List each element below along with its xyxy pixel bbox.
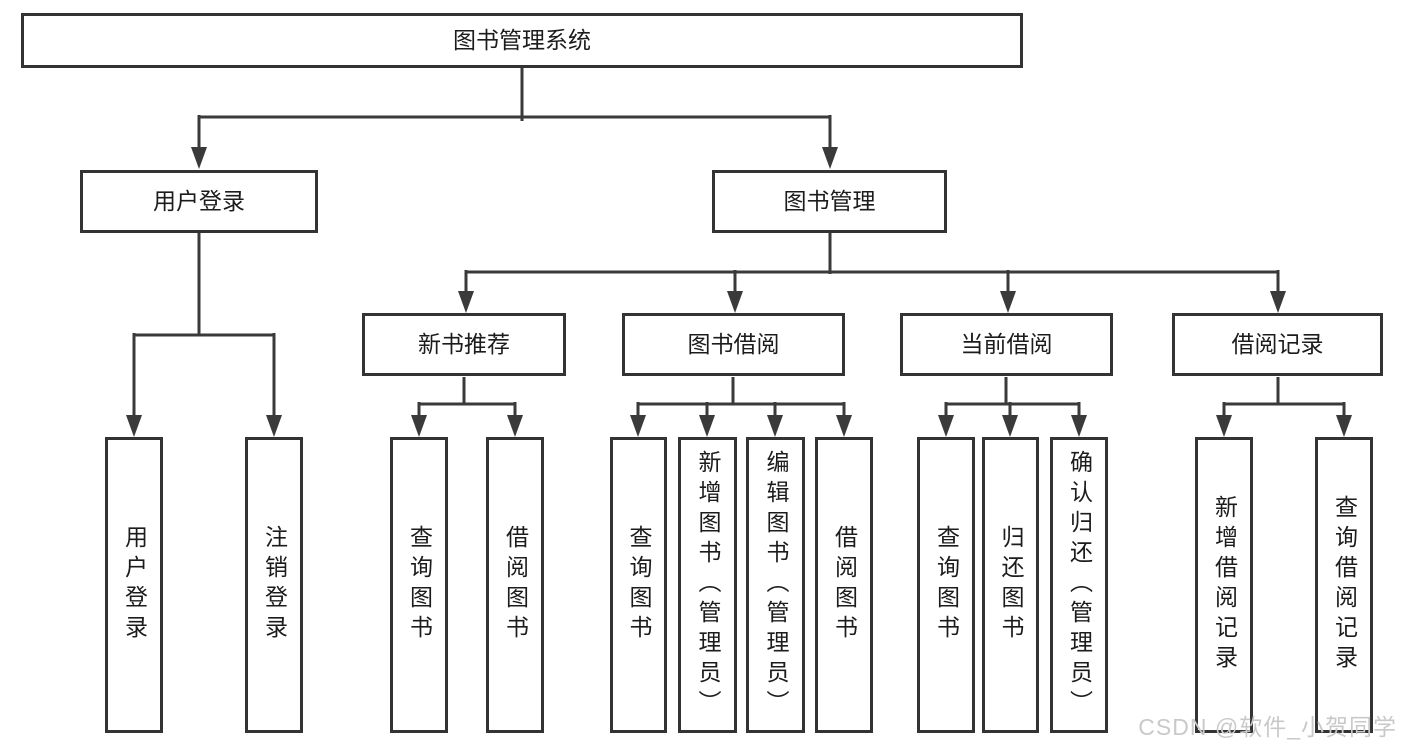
- node-library-management-system: 图书管理系统: [21, 13, 1023, 68]
- connector-root-to-level2: [197, 68, 832, 151]
- leaf-label: 查询图书: [626, 525, 652, 645]
- arrowhead: [767, 415, 783, 437]
- node-current-borrowing: 当前借阅: [900, 313, 1113, 376]
- arrowhead: [699, 415, 715, 437]
- arrowhead: [836, 415, 852, 437]
- leaf-label: 查询图书: [406, 525, 433, 645]
- leaf-label: 查询图书: [933, 525, 960, 645]
- watermark: CSDN @软件_小贺同学: [1138, 714, 1397, 740]
- arrowhead: [1000, 291, 1016, 313]
- arrowhead: [411, 415, 427, 437]
- arrowhead: [1216, 415, 1232, 437]
- arrowhead: [507, 415, 523, 437]
- connector-user-login-group: [132, 233, 276, 419]
- leaf-label: 查询借阅记录: [1331, 495, 1358, 675]
- connector-new-book-group: [417, 377, 517, 419]
- arrowhead: [1002, 415, 1018, 437]
- arrowhead: [822, 147, 838, 169]
- arrowhead: [458, 291, 474, 313]
- arrowhead: [630, 415, 646, 437]
- node-label: 借阅记录: [1231, 330, 1324, 357]
- leaf-label: 新增借阅记录: [1211, 495, 1238, 675]
- node-label: 当前借阅: [960, 330, 1053, 357]
- arrowhead: [727, 291, 743, 313]
- connector-book-borrow-group: [636, 377, 846, 419]
- leaf-query-books-recommend: 查询图书: [390, 437, 448, 733]
- node-label: 图书管理系统: [453, 26, 591, 53]
- leaf-user-login: 用户登录: [105, 437, 163, 733]
- arrowhead: [1071, 415, 1087, 437]
- leaf-label: 新增图书（管理员）: [695, 450, 721, 720]
- connector-borrow-records-group: [1222, 377, 1346, 419]
- node-user-login: 用户登录: [80, 170, 318, 233]
- leaf-borrow-books: 借阅图书: [815, 437, 873, 733]
- leaf-confirm-return-admin: 确认归还（管理员）: [1050, 437, 1108, 733]
- leaf-add-book-admin: 新增图书（管理员）: [678, 437, 737, 733]
- node-label: 用户登录: [153, 187, 245, 214]
- leaf-return-book: 归还图书: [982, 437, 1039, 733]
- leaf-logout: 注销登录: [245, 437, 303, 733]
- leaf-query-borrow-record: 查询借阅记录: [1315, 437, 1373, 733]
- node-new-book-recommendation: 新书推荐: [362, 313, 566, 376]
- leaf-query-books-current: 查询图书: [917, 437, 975, 733]
- node-book-management: 图书管理: [712, 170, 947, 233]
- connector-current-borrow-group: [944, 377, 1081, 419]
- leaf-query-books-borrow: 查询图书: [610, 437, 667, 733]
- leaf-label: 用户登录: [121, 525, 148, 645]
- arrowhead: [938, 415, 954, 437]
- node-label: 图书管理: [783, 187, 876, 214]
- node-label: 新书推荐: [418, 330, 510, 357]
- leaf-label: 注销登录: [261, 525, 288, 645]
- leaf-label: 借阅图书: [502, 525, 529, 645]
- connector-book-management-group: [464, 233, 1280, 295]
- leaf-add-borrow-record: 新增借阅记录: [1195, 437, 1253, 733]
- leaf-label: 借阅图书: [831, 525, 858, 645]
- leaf-borrow-books-recommend: 借阅图书: [486, 437, 544, 733]
- arrowhead: [191, 147, 207, 169]
- leaf-edit-book-admin: 编辑图书（管理员）: [746, 437, 805, 733]
- node-book-borrowing: 图书借阅: [622, 313, 845, 376]
- arrowhead: [126, 415, 142, 437]
- arrowhead: [1270, 291, 1286, 313]
- node-label: 图书借阅: [687, 330, 780, 357]
- node-borrowing-records: 借阅记录: [1172, 313, 1383, 376]
- arrowhead: [266, 415, 282, 437]
- leaf-label: 归还图书: [998, 525, 1024, 645]
- arrowhead: [1336, 415, 1352, 437]
- leaf-label: 编辑图书（管理员）: [763, 450, 789, 720]
- leaf-label: 确认归还（管理员）: [1066, 450, 1093, 720]
